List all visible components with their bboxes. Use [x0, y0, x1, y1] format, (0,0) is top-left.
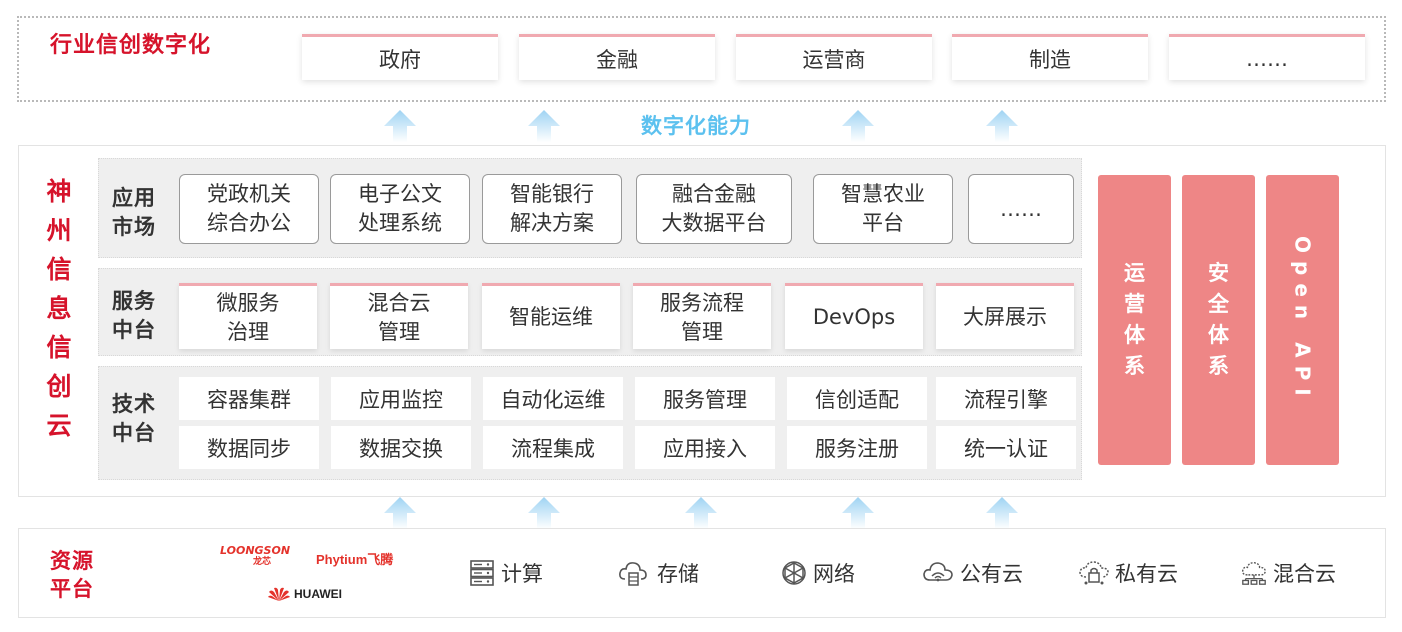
industry-card-telecom: 运营商 — [736, 34, 932, 80]
resource-item-compute: 计算 — [468, 556, 543, 590]
industry-band — [17, 16, 1386, 102]
tech-cell: 容器集群 — [179, 377, 319, 420]
industry-title: 行业信创数字化 — [50, 33, 212, 58]
tech-cell: 服务管理 — [635, 377, 775, 420]
tech-cell: 统一认证 — [936, 426, 1076, 469]
huawei-logo: HUAWEI — [268, 584, 342, 604]
up-arrow-icon — [526, 108, 562, 142]
open-api-label: Open API — [1290, 236, 1315, 404]
app-card-more: …… — [968, 174, 1074, 244]
tech-platform-label: 技术 中台 — [112, 392, 156, 445]
loongson-logo: LOONGSON 龙芯 — [220, 544, 291, 568]
service-card: 混合云 管理 — [330, 283, 468, 349]
service-card: 大屏展示 — [936, 283, 1074, 349]
up-arrow-icon — [526, 495, 562, 529]
service-card: 微服务 治理 — [179, 283, 317, 349]
huawei-petal-icon — [268, 587, 290, 601]
resource-item-storage: 存储 — [614, 556, 699, 590]
up-arrow-icon — [840, 108, 876, 142]
app-card: 融合金融 大数据平台 — [636, 174, 792, 244]
hybrid-cloud-icon — [1241, 562, 1266, 585]
capability-label: 数字化能力 — [641, 114, 751, 138]
open-api-pillar: Open API — [1266, 175, 1339, 465]
industry-card-finance: 金融 — [519, 34, 715, 80]
tech-cell: 流程集成 — [483, 426, 623, 469]
public-cloud-icon — [923, 562, 953, 582]
up-arrow-icon — [984, 495, 1020, 529]
app-card: 党政机关 综合办公 — [179, 174, 319, 244]
app-card: 电子公文 处理系统 — [330, 174, 470, 244]
phytium-logo: Phytium飞腾 — [316, 552, 394, 567]
resource-item-private-cloud: 私有云 — [1078, 556, 1178, 590]
network-icon — [782, 561, 806, 585]
cloud-storage-icon — [619, 562, 647, 586]
resource-item-hybrid-cloud: 混合云 — [1240, 556, 1336, 590]
tech-cell: 信创适配 — [787, 377, 927, 420]
resource-item-network: 网络 — [780, 556, 855, 590]
tech-cell: 数据同步 — [179, 426, 319, 469]
service-platform-label: 服务 中台 — [112, 289, 156, 342]
tech-cell: 服务注册 — [787, 426, 927, 469]
up-arrow-icon — [984, 108, 1020, 142]
app-card: 智能银行 解决方案 — [482, 174, 622, 244]
service-card: 服务流程 管理 — [633, 283, 771, 349]
up-arrow-icon — [683, 495, 719, 529]
tech-cell: 应用接入 — [635, 426, 775, 469]
private-cloud-icon — [1079, 561, 1109, 585]
resource-panel — [18, 528, 1386, 618]
security-system-pillar: 安 全 体 系 — [1182, 175, 1255, 465]
up-arrow-icon — [840, 495, 876, 529]
service-card: DevOps — [785, 283, 923, 349]
tech-cell: 自动化运维 — [483, 377, 623, 420]
tech-cell: 应用监控 — [331, 377, 471, 420]
up-arrow-icon — [382, 495, 418, 529]
ops-system-pillar: 运 营 体 系 — [1098, 175, 1171, 465]
app-market-label: 应用 市场 — [112, 186, 156, 239]
cloud-title: 神 州 信 息 信 创 云 — [46, 177, 72, 440]
resource-item-public-cloud: 公有云 — [921, 556, 1023, 590]
app-card: 智慧农业 平台 — [813, 174, 953, 244]
tech-cell: 流程引擎 — [936, 377, 1076, 420]
up-arrow-icon — [382, 108, 418, 142]
server-icon — [470, 560, 494, 586]
industry-card-manufacturing: 制造 — [952, 34, 1148, 80]
industry-card-more: …… — [1169, 34, 1365, 80]
tech-cell: 数据交换 — [331, 426, 471, 469]
industry-card-government: 政府 — [302, 34, 498, 80]
resource-title: 资源 平台 — [50, 549, 94, 601]
service-card: 智能运维 — [482, 283, 620, 349]
